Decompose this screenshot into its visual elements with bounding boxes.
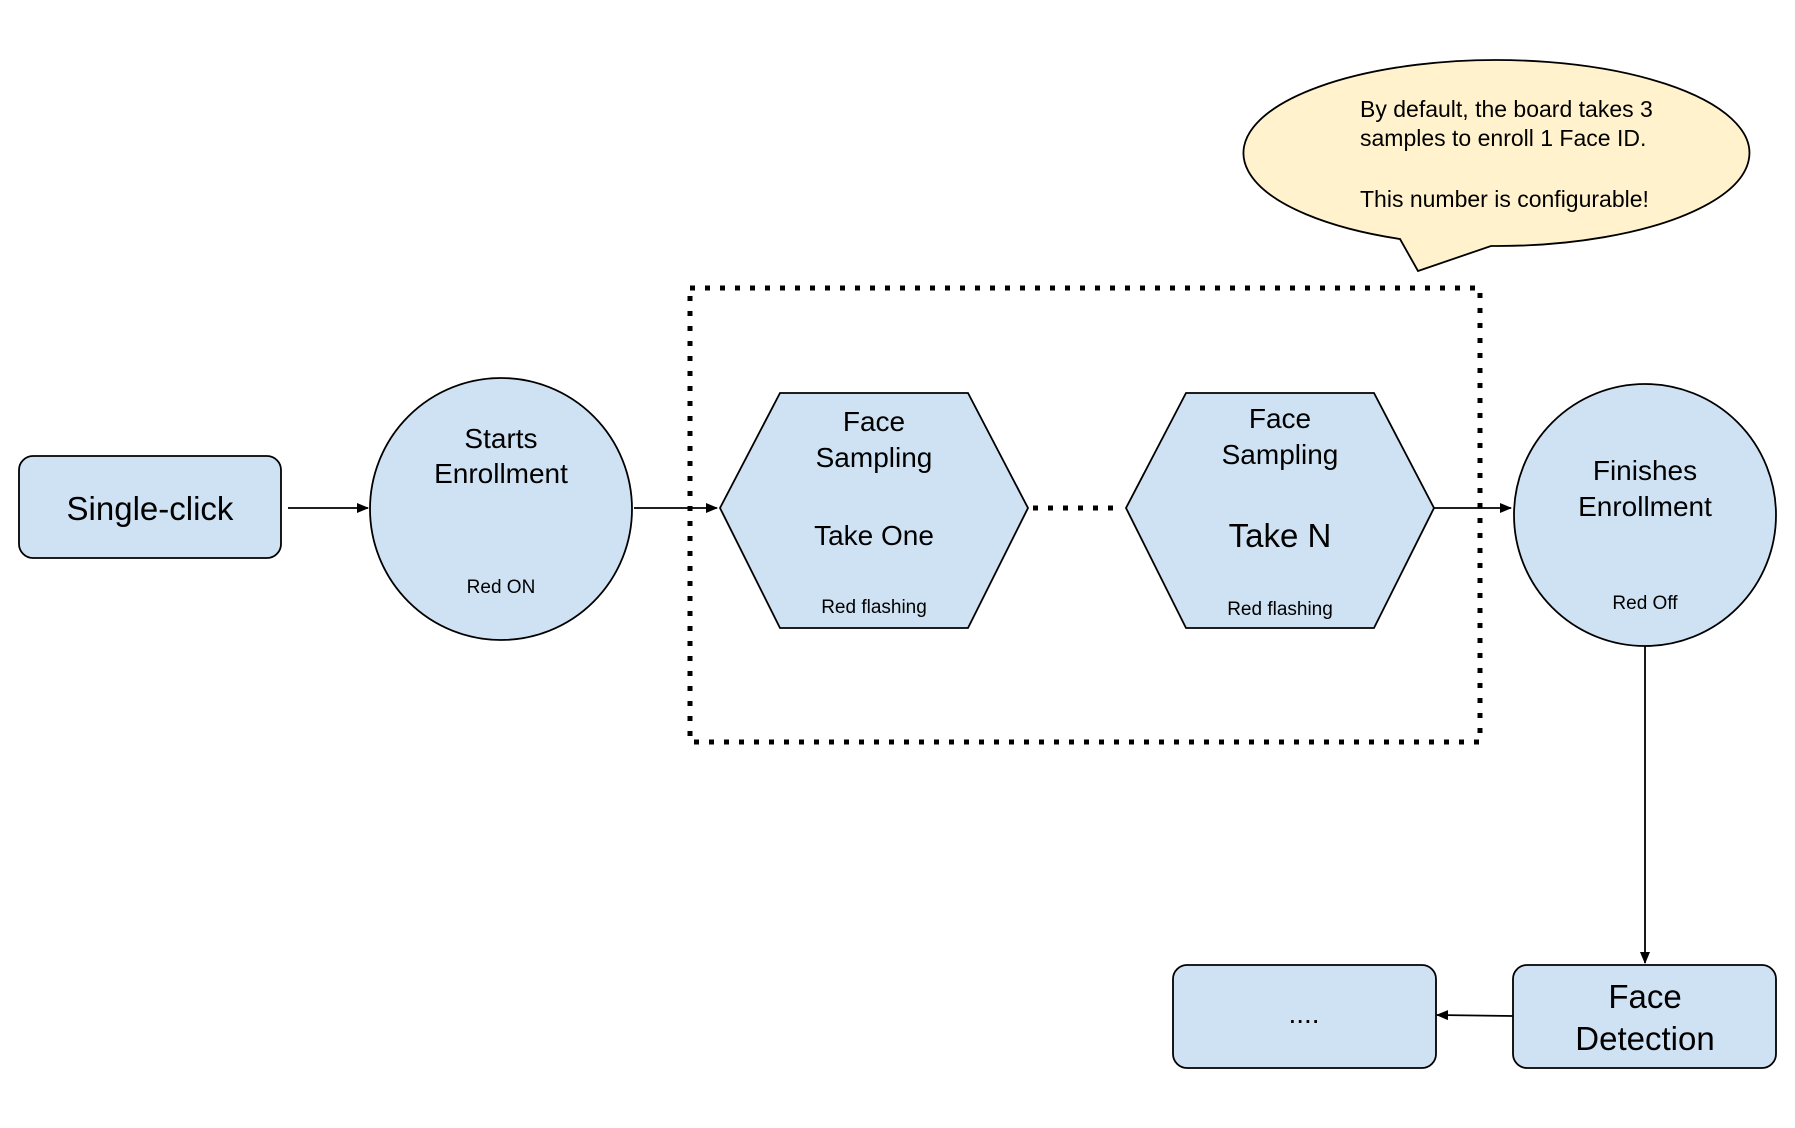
starts-line-1: Starts [464, 423, 537, 454]
callout-line-2: samples to enroll 1 Face ID. [1360, 125, 1646, 151]
finishes-enrollment-node: Finishes Enrollment Red Off [1513, 383, 1777, 647]
callout-line-1: By default, the board takes 3 [1360, 96, 1653, 122]
sampling-n-line-2: Sampling [1222, 439, 1339, 470]
finishes-line-1: Finishes [1593, 455, 1697, 486]
face-sampling-one-node: Face Sampling Take One Red flashing [718, 392, 1030, 629]
starts-line-2: Enrollment [434, 458, 568, 489]
sampling-one-take: Take One [814, 520, 934, 551]
face-detection-node: Face Detection [1512, 964, 1777, 1069]
sampling-one-line-2: Sampling [816, 442, 933, 473]
single-click-node: Single-click [18, 455, 282, 559]
sampling-n-take: Take N [1229, 517, 1332, 554]
finishes-line-2: Enrollment [1578, 491, 1712, 522]
sampling-n-line-1: Face [1249, 403, 1311, 434]
finishes-status: Red Off [1612, 593, 1678, 614]
sampling-one-status: Red flashing [821, 597, 927, 618]
single-click-label: Single-click [67, 490, 234, 527]
face-detection-line-1: Face [1608, 978, 1681, 1015]
next-step-label: .... [1288, 998, 1319, 1029]
next-step-node: .... [1172, 964, 1437, 1069]
starts-status: Red ON [467, 577, 536, 598]
starts-enrollment-node: Starts Enrollment Red ON [369, 377, 633, 641]
face-sampling-n-node: Face Sampling Take N Red flashing [1124, 392, 1436, 629]
callout-line-3: This number is configurable! [1360, 186, 1649, 212]
arrow-detection-to-next [1436, 1010, 1514, 1021]
face-detection-line-2: Detection [1575, 1020, 1714, 1057]
sampling-n-status: Red flashing [1227, 599, 1333, 620]
config-callout: By default, the board takes 3 samples to… [1242, 59, 1751, 273]
sampling-group-box [687, 285, 1483, 745]
sampling-one-line-1: Face [843, 406, 905, 437]
